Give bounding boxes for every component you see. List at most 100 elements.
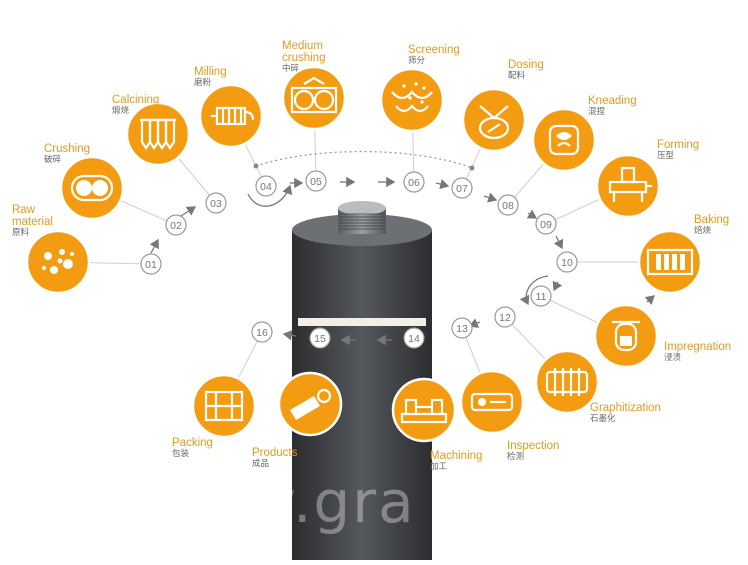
label-cn: 磨粉 bbox=[194, 78, 212, 88]
label-en: Calcining bbox=[112, 94, 160, 106]
step-forming bbox=[595, 153, 661, 219]
step-number-16: 16 bbox=[251, 321, 273, 343]
label-cn: 配料 bbox=[508, 71, 526, 81]
step-graphitization bbox=[534, 349, 600, 415]
flow-arrow bbox=[526, 209, 538, 219]
step-milling bbox=[198, 83, 264, 149]
number-ring bbox=[497, 194, 519, 216]
step-circle bbox=[637, 229, 703, 295]
number-ring bbox=[403, 171, 425, 193]
step-circle bbox=[595, 153, 661, 219]
step-number-01: 01 bbox=[140, 253, 162, 275]
tank-icon bbox=[612, 320, 640, 352]
flow-arrow bbox=[180, 206, 197, 217]
flow-arrow bbox=[282, 330, 297, 341]
number-text: 06 bbox=[408, 177, 420, 189]
crate-icon bbox=[204, 390, 244, 422]
step-baking bbox=[637, 229, 703, 295]
step-number-09: 09 bbox=[535, 213, 557, 235]
number-ring bbox=[140, 253, 162, 275]
graphitize-icon bbox=[545, 368, 589, 396]
flow-arrow bbox=[247, 184, 293, 207]
label-en: Milling bbox=[194, 66, 227, 78]
number-text: 12 bbox=[499, 312, 511, 324]
label-en: material bbox=[12, 216, 53, 228]
step-inspection bbox=[459, 369, 525, 435]
step-number-13: 13 bbox=[451, 317, 473, 339]
label-en: Crushing bbox=[44, 143, 91, 155]
number-ring bbox=[556, 251, 578, 273]
number-ring bbox=[165, 214, 187, 236]
label-en: Packing bbox=[172, 437, 213, 449]
number-ring bbox=[251, 321, 273, 343]
step-circle bbox=[534, 349, 600, 415]
step-packing bbox=[191, 373, 257, 439]
number-text: 11 bbox=[536, 291, 547, 303]
label-cn: 破碎 bbox=[44, 155, 62, 165]
label-en: Machining bbox=[430, 450, 483, 462]
flow-arrow bbox=[552, 280, 563, 292]
label-cn: 包装 bbox=[172, 449, 190, 459]
step-number-03: 03 bbox=[205, 192, 227, 214]
label-en: crushing bbox=[282, 52, 326, 64]
number-text: 07 bbox=[456, 183, 468, 195]
press-icon bbox=[608, 166, 652, 202]
label-en: Kneading bbox=[588, 95, 637, 107]
nipple-top bbox=[338, 201, 386, 215]
mixer-icon bbox=[548, 124, 580, 156]
label-en: Medium bbox=[282, 40, 323, 52]
flow-arrow bbox=[149, 238, 159, 254]
number-ring bbox=[494, 306, 516, 328]
number-ring bbox=[451, 317, 473, 339]
label-cn: 焙烧 bbox=[694, 226, 712, 236]
step-impregnation bbox=[593, 303, 659, 369]
label-en: Screening bbox=[408, 44, 460, 56]
arc-dot bbox=[469, 165, 475, 171]
label-en: Impregnation bbox=[664, 341, 732, 353]
step-number-05: 05 bbox=[305, 170, 327, 192]
step-crushing bbox=[59, 155, 125, 221]
step-dosing bbox=[461, 87, 527, 153]
label-en: Forming bbox=[657, 139, 700, 151]
number-ring bbox=[305, 170, 327, 192]
label-cn: 原料 bbox=[12, 228, 30, 238]
step-screening bbox=[379, 67, 445, 133]
electrode-icon bbox=[290, 388, 332, 420]
electrode-band bbox=[298, 318, 426, 326]
number-text: 04 bbox=[260, 181, 272, 193]
watermark: www.gra bbox=[150, 468, 416, 536]
rollers-icon bbox=[70, 174, 114, 202]
step-number-12: 12 bbox=[494, 306, 516, 328]
step-raw-material bbox=[25, 229, 91, 295]
label-en: Raw bbox=[12, 204, 36, 216]
step-products bbox=[277, 371, 343, 437]
label-cn: 加工 bbox=[430, 462, 448, 472]
step-number-14: 14 bbox=[403, 327, 425, 349]
particles-icon bbox=[42, 249, 74, 274]
number-ring bbox=[451, 177, 473, 199]
label-en: Graphitization bbox=[590, 402, 661, 414]
label-cn: 压型 bbox=[657, 151, 675, 161]
label-cn: 检测 bbox=[507, 452, 525, 462]
dashed-arc bbox=[255, 150, 473, 169]
step-circle bbox=[461, 87, 527, 153]
number-text: 09 bbox=[540, 219, 552, 231]
furnace-icon bbox=[646, 248, 694, 276]
step-kneading bbox=[531, 107, 597, 173]
step-circle bbox=[379, 67, 445, 133]
flow-arrow bbox=[644, 295, 655, 306]
step-medium-crushing bbox=[281, 65, 347, 131]
label-cn: 浸渍 bbox=[664, 353, 682, 363]
step-number-11: 11 bbox=[530, 285, 552, 307]
